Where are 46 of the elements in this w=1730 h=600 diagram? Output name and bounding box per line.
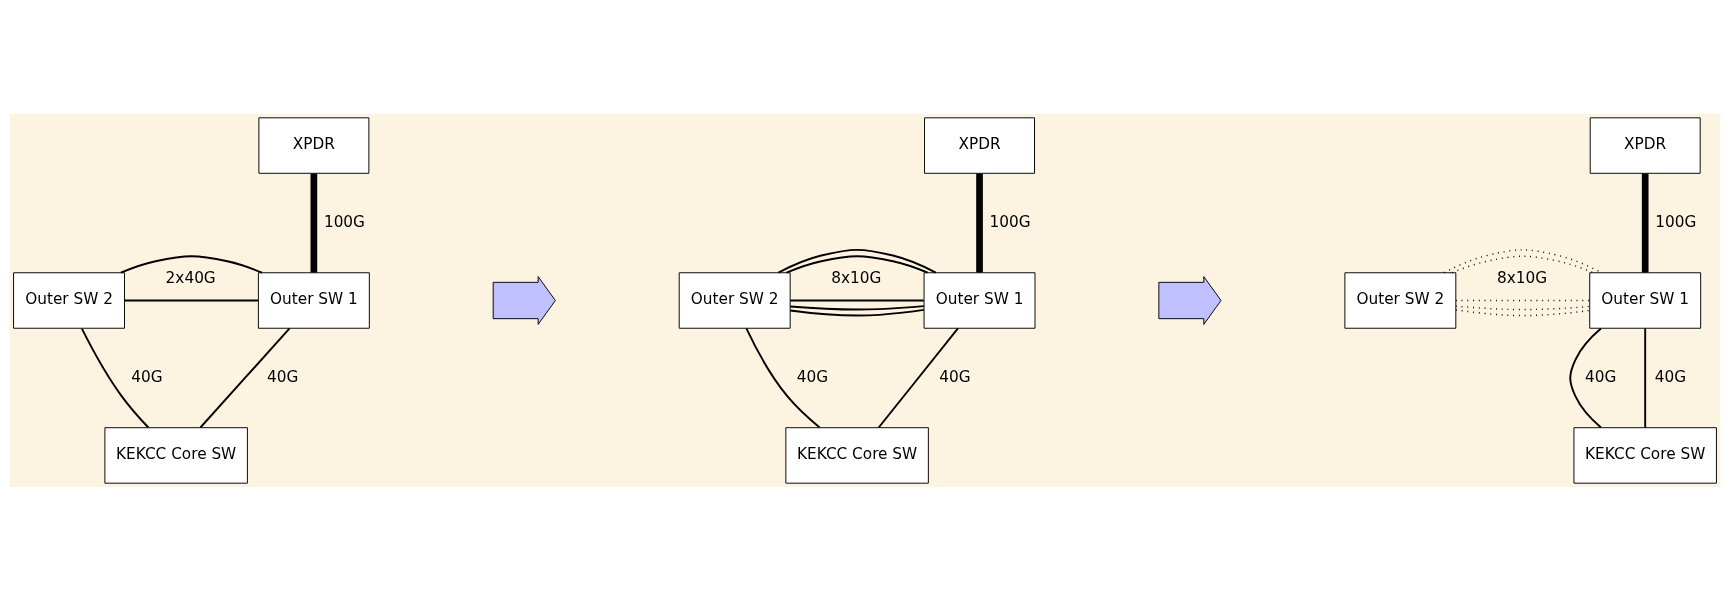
connector [1569,327,1602,428]
connector [123,299,260,301]
edge-label: 2x40G [165,268,216,287]
node-box: Outer SW 2 [678,271,791,329]
edge-label: 8x10G [831,268,882,287]
edge-label: 40G [267,367,299,386]
connector [789,299,925,301]
node-box: KEKCC Core SW [1573,426,1717,484]
node-box: Outer SW 2 [13,271,125,329]
connector [1455,304,1591,310]
connector [777,248,937,274]
node-arrow [492,275,556,325]
connector [80,327,150,428]
connector [1641,173,1649,273]
edge-label: 40G [1584,367,1617,386]
connector [745,326,821,428]
connector [1455,308,1591,316]
connector [789,304,925,310]
node-box: XPDR [258,116,370,174]
node-box: KEKCC Core SW [104,426,248,484]
edge-label: 40G [131,367,163,386]
node-arrow [1158,275,1222,325]
connector [1644,327,1647,428]
connector [1451,255,1595,273]
connector [119,254,263,274]
edge-label: 40G [796,367,829,386]
node-box: Outer SW 1 [257,271,370,329]
connector [199,327,291,428]
node-box: Outer SW 2 [1344,271,1457,329]
connector [877,327,959,428]
edge-label: 100G [989,212,1031,231]
edge-label: 8x10G [1496,268,1548,287]
node-box: XPDR [924,116,1035,174]
edge-label: 100G [1655,212,1697,231]
edge-label: 40G [939,367,971,386]
connector [1455,299,1591,301]
node-box: XPDR [1589,116,1701,174]
edge-label: 100G [323,212,365,231]
connector [789,308,925,316]
node-box: Outer SW 1 [1589,271,1702,329]
edge-label: 40G [1654,367,1687,386]
node-box: KEKCC Core SW [785,426,929,484]
connector [310,173,318,273]
node-box: Outer SW 1 [923,271,1036,329]
connector [976,173,983,273]
connector [785,254,929,274]
